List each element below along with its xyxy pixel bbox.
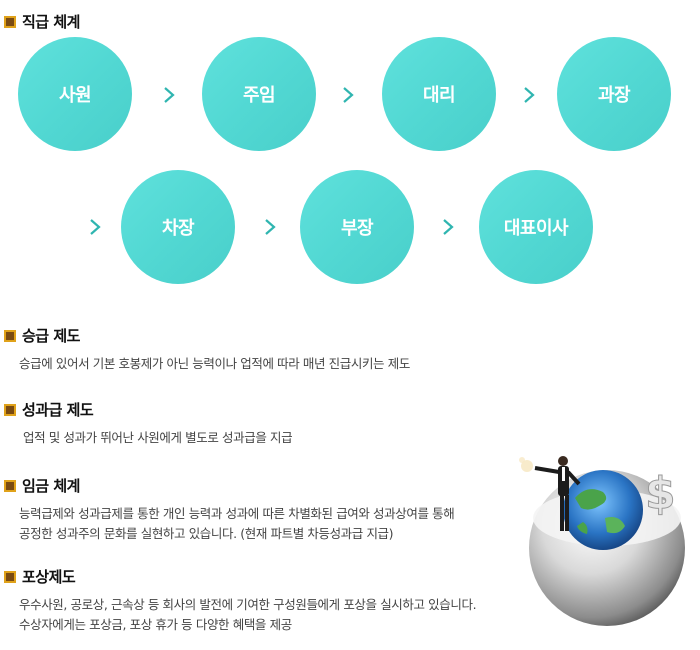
section-title: 포상제도 — [22, 568, 76, 586]
chevron-right-icon — [164, 87, 175, 103]
section-bonus-header: 성과급 제도 — [4, 399, 94, 420]
section-text-line: 우수사원, 공로상, 근속상 등 회사의 발전에 기여한 구성원들에게 포상을 … — [19, 597, 477, 612]
section-text-line: 수상자에게는 포상금, 포상 휴가 등 다양한 혜택을 제공 — [19, 617, 292, 632]
square-bullet-icon — [4, 329, 16, 342]
chevron-right-icon — [443, 219, 454, 235]
section-title: 승급 제도 — [22, 327, 80, 345]
chevron-right-icon — [524, 87, 535, 103]
section-title: 임금 체계 — [22, 477, 80, 495]
section-title: 직급 체계 — [22, 13, 80, 31]
section-reward-header: 포상제도 — [4, 566, 76, 587]
globe-businessman-illustration: $ — [519, 456, 685, 626]
section-text: 승급에 있어서 기본 호봉제가 아닌 능력이나 업적에 따라 매년 진급시키는 … — [19, 356, 410, 371]
section-text-line: 능력급제와 성과급제를 통한 개인 능력과 성과에 따른 차별화된 급여와 성과… — [19, 506, 455, 521]
rank-circle-7: 대표이사 — [479, 170, 593, 284]
section-promotion-header: 승급 제도 — [4, 325, 80, 346]
rank-circle-2: 주임 — [202, 37, 316, 151]
square-bullet-icon — [4, 479, 16, 492]
rank-circle-3: 대리 — [382, 37, 496, 151]
rank-circle-5: 차장 — [121, 170, 235, 284]
svg-text:$: $ — [645, 468, 676, 519]
section-text: 업적 및 성과가 뛰어난 사원에게 별도로 성과급을 지급 — [23, 430, 293, 445]
section-text-line: 공정한 성과주의 문화를 실현하고 있습니다. (현재 파트별 차등성과급 지급… — [19, 526, 394, 541]
section-wage-header: 임금 체계 — [4, 475, 80, 496]
rank-circle-4: 과장 — [557, 37, 671, 151]
square-bullet-icon — [4, 570, 16, 583]
rank-circle-6: 부장 — [300, 170, 414, 284]
section-rank-header: 직급 체계 — [4, 11, 80, 32]
section-title: 성과급 제도 — [22, 401, 94, 419]
rank-circle-1: 사원 — [18, 37, 132, 151]
chevron-right-icon — [90, 219, 101, 235]
square-bullet-icon — [4, 15, 16, 28]
chevron-right-icon — [343, 87, 354, 103]
square-bullet-icon — [4, 403, 16, 416]
chevron-right-icon — [265, 219, 276, 235]
